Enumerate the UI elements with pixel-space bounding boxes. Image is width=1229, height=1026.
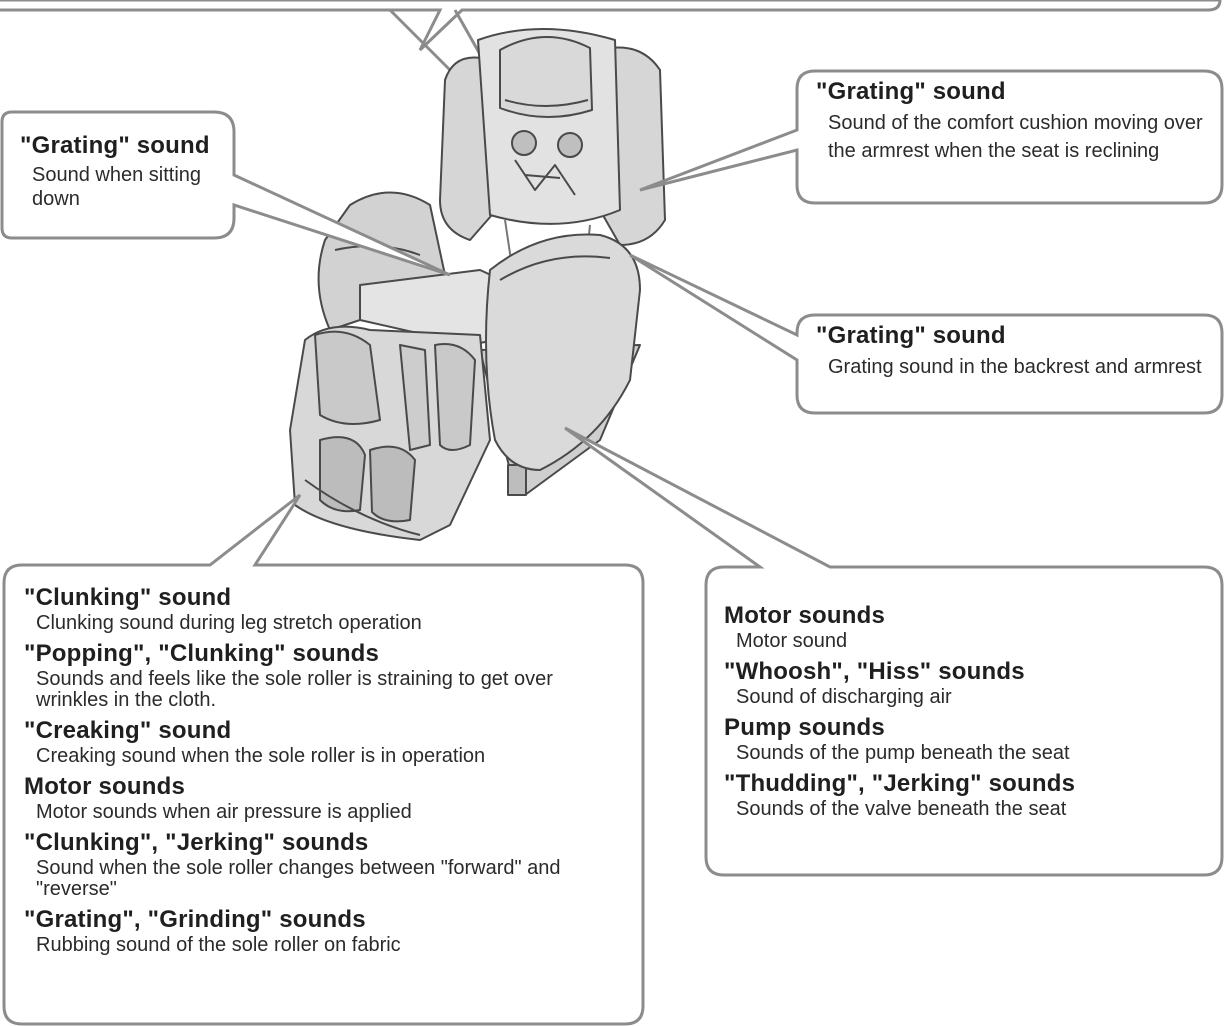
sound-description: Motor sounds when air pressure is applie… (36, 801, 412, 823)
sound-title: "Whoosh", "Hiss" sounds (724, 658, 1025, 685)
sound-title: "Thudding", "Jerking" sounds (724, 770, 1076, 797)
callout-description: Sound of the comfort cushion moving over… (828, 112, 1203, 162)
massage-chair-illustration (289, 28, 666, 541)
sound-entry: Pump sounds Sounds of the pump beneath t… (724, 714, 1204, 764)
sound-description: Motor sound (736, 630, 848, 652)
callout-bubble-right-top (639, 69, 1224, 205)
sound-entry: "Clunking" sound Clunking sound during l… (24, 584, 624, 634)
callout-bubble-bottom-right (564, 426, 1224, 877)
sound-description: Sounds of the pump beneath the seat (736, 742, 1070, 764)
sound-entry: Motor sounds Motor sounds when air press… (24, 773, 624, 823)
callout-bubble-top (0, 0, 1222, 52)
callout-description: Grating sound in the backrest and armres… (828, 356, 1202, 378)
callout-title: "Grating" sound (816, 322, 1006, 349)
sound-description: Clunking sound during leg stretch operat… (36, 612, 422, 634)
sound-description: Sounds of the valve beneath the seat (736, 798, 1067, 820)
sound-description: Rubbing sound of the sole roller on fabr… (36, 934, 401, 956)
callout-bubble-right-mid (629, 253, 1224, 415)
callout-right-top: "Grating" sound Sound of the comfort cus… (800, 68, 1220, 173)
sound-title: Motor sounds (724, 602, 886, 629)
sound-description: Sound when the sole roller changes betwe… (36, 857, 561, 900)
sound-entry: "Thudding", "Jerking" sounds Sounds of t… (724, 770, 1204, 820)
sound-title: "Creaking" sound (24, 717, 232, 744)
sound-entry: "Whoosh", "Hiss" sounds Sound of dischar… (724, 658, 1204, 708)
sound-entry: Motor sounds Motor sound (724, 602, 1204, 652)
callout-bottom-right: Motor sounds Motor sound "Whoosh", "Hiss… (708, 598, 1218, 828)
sound-entry: "Grating", "Grinding" sounds Rubbing sou… (24, 906, 624, 956)
callout-right-mid: "Grating" sound Grating sound in the bac… (800, 312, 1220, 389)
callout-bottom-left: "Clunking" sound Clunking sound during l… (8, 580, 638, 964)
sound-entry: "Creaking" sound Creaking sound when the… (24, 717, 624, 767)
sound-description: Sound of discharging air (736, 686, 952, 708)
sound-title: Motor sounds (24, 773, 186, 800)
sound-title: "Clunking", "Jerking" sounds (24, 829, 369, 856)
callout-left-top: "Grating" sound Sound when sitting down (4, 122, 232, 219)
callout-description: Sound when sitting down (32, 164, 202, 210)
callout-title: "Grating" sound (20, 132, 210, 159)
sound-title: "Grating", "Grinding" sounds (24, 906, 366, 933)
callout-title: "Grating" sound (816, 78, 1006, 105)
sound-title: "Clunking" sound (24, 584, 232, 611)
callout-bubble-left-top (0, 110, 451, 277)
sound-description: Creaking sound when the sole roller is i… (36, 745, 486, 767)
callout-bubble-bottom-left (2, 493, 645, 1026)
sound-entry: "Popping", "Clunking" sounds Sounds and … (24, 640, 624, 711)
sound-entry: "Clunking", "Jerking" sounds Sound when … (24, 829, 624, 900)
sound-title: Pump sounds (724, 714, 885, 741)
sound-title: "Popping", "Clunking" sounds (24, 640, 380, 667)
sound-description: Sounds and feels like the sole roller is… (36, 668, 553, 711)
